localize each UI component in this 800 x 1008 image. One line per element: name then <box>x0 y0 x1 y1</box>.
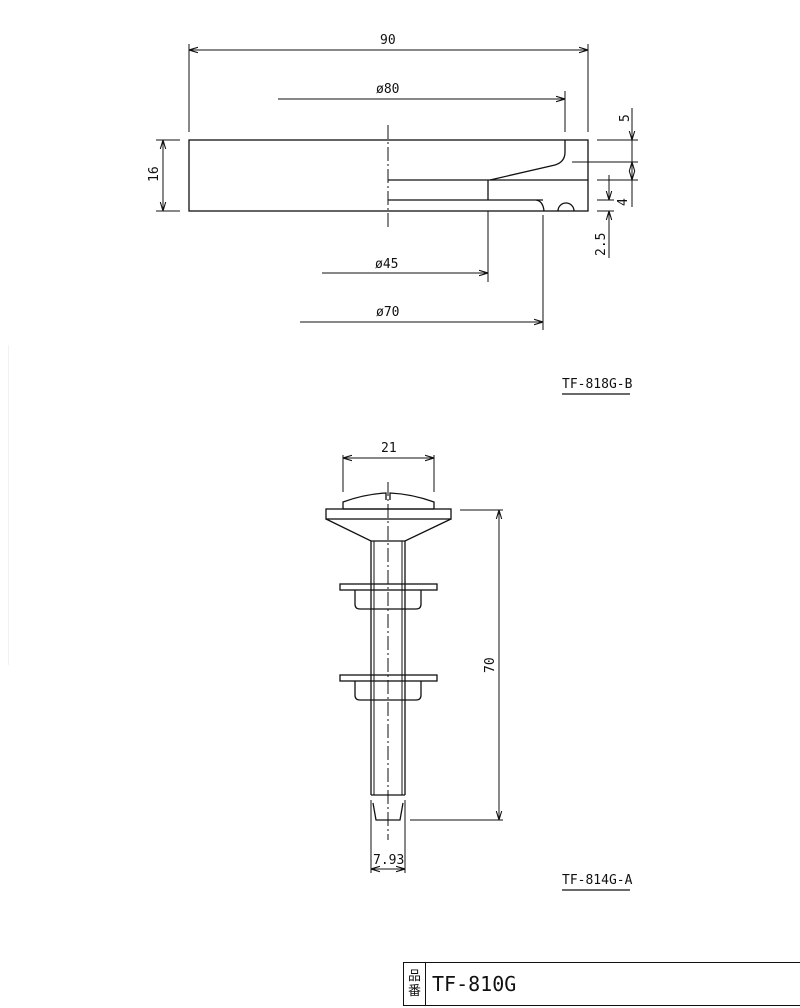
dim-diameter-outer: ø80 <box>278 82 566 132</box>
dim-thickness: 16 <box>147 139 180 212</box>
dim-7-93-text: 7.93 <box>373 853 404 868</box>
part-b-label: TF-814G-A <box>562 873 633 891</box>
page-edge-line <box>8 345 9 665</box>
dim-5-text: 5 <box>618 114 633 122</box>
dim-21-text: 21 <box>381 441 397 456</box>
part-a-label-text: TF-818G-B <box>562 377 633 392</box>
part-b-screw-view <box>325 482 452 840</box>
dim-phi70-text: ø70 <box>376 305 399 320</box>
dim-phi80-text: ø80 <box>376 82 399 97</box>
dim-phi45-text: ø45 <box>375 257 398 272</box>
dim-diameter-mid: ø70 <box>300 215 544 330</box>
dim-diameter-inner: ø45 <box>322 211 489 282</box>
dim-right-steps: 5 4 2.5 <box>572 108 638 258</box>
title-key-char-1: 品 <box>407 969 421 984</box>
dim-70-text: 70 <box>483 657 498 673</box>
dim-90-text: 90 <box>380 33 396 48</box>
dim-length: 70 <box>410 509 503 821</box>
title-key-char-2: 番 <box>407 984 421 999</box>
dim-overall-width: 90 <box>188 33 589 132</box>
part-a-section-view <box>188 125 589 230</box>
dim-2-5-text: 2.5 <box>594 233 609 256</box>
dim-shaft-diameter: 7.93 <box>370 800 406 873</box>
part-b-label-text: TF-814G-A <box>562 873 633 888</box>
part-number: TF-810G <box>432 972 517 996</box>
dim-16-text: 16 <box>147 166 162 182</box>
part-a-label: TF-818G-B <box>562 377 633 395</box>
dim-4-text: 4 <box>616 198 631 206</box>
title-block-key: 品 番 <box>404 963 426 1005</box>
dim-head-width: 21 <box>342 441 435 492</box>
title-block: 品 番 TF-810G <box>403 962 800 1006</box>
